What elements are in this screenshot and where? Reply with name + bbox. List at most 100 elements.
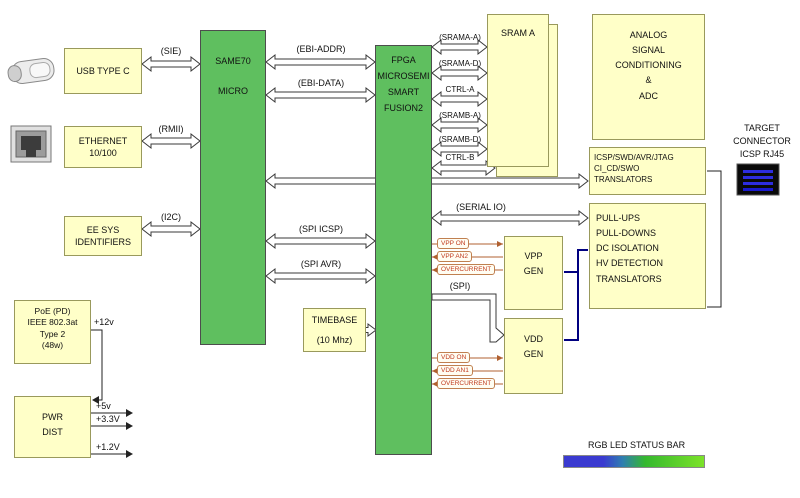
bus-arrow — [431, 116, 488, 134]
block-icsp-translators: ICSP/SWD/AVR/JTAG CI_CD/SWO TRANSLATORS — [589, 147, 706, 195]
signal-tag-vdd-on: VDD ON — [437, 352, 471, 364]
power-arrowhead — [126, 450, 133, 458]
block-label: FPGA — [391, 55, 416, 65]
block-label: ICSP/SWD/AVR/JTAG — [594, 153, 674, 162]
power-arrowhead — [126, 422, 133, 430]
block-usb-type-c: USB TYPE C — [64, 48, 142, 94]
block-label: PULL-DOWNS — [596, 228, 657, 239]
bus-arrow — [265, 232, 376, 250]
block-sram-a: SRAM A — [487, 14, 549, 167]
rj45-pin-stripe — [743, 176, 773, 179]
bus-arrow — [431, 38, 488, 56]
bus-arrow — [431, 159, 496, 177]
block-vdd-gen: VDD GEN — [504, 318, 563, 394]
block-label: VDD — [523, 334, 543, 344]
bus-label-sramb-a: (SRAMB-A) — [439, 111, 481, 120]
bus-label-sie: (SIE) — [160, 46, 182, 56]
signal-arrowhead — [432, 267, 438, 273]
block-label: TIMEBASE — [311, 315, 358, 325]
block-label: DIST — [42, 427, 63, 438]
block-label: Type 2 — [39, 328, 66, 339]
bus-arrow — [265, 86, 376, 104]
signal-arrowhead — [432, 381, 438, 387]
usb-plug-shape — [7, 57, 55, 85]
block-label: EE SYS — [86, 224, 120, 235]
rj45-pin-stripe — [743, 182, 773, 185]
bus-arrow — [431, 90, 488, 108]
rj45-clip-slot — [26, 150, 36, 157]
block-label: CONDITIONING — [615, 60, 682, 71]
rj45-opening — [21, 136, 41, 150]
block-label: ADC — [638, 90, 658, 101]
signal-tag-vpp-overcurrent: OVERCURRENT — [437, 264, 496, 276]
usb-shell — [29, 61, 51, 79]
block-label: (10 Mhz) — [316, 335, 353, 346]
signal-arrowhead — [497, 355, 503, 361]
power-arrowhead — [126, 409, 133, 417]
bus-arrow — [141, 220, 201, 238]
block-label: ANALOG — [629, 30, 668, 40]
bus-label-spi-icsp: (SPI ICSP) — [298, 224, 343, 234]
block-label: PWR — [42, 412, 63, 422]
power-arrowhead — [92, 396, 99, 404]
target-connector-line: ICSP RJ45 — [739, 149, 785, 160]
rj45-pin-stripe — [743, 170, 773, 173]
block-label: GEN — [523, 349, 544, 360]
block-label: & — [645, 75, 652, 86]
block-ethernet: ETHERNET 10/100 — [64, 126, 142, 168]
bus-label-srama-a: (SRAMA-A) — [439, 33, 481, 42]
block-label: CI_CD/SWO — [594, 163, 640, 173]
block-poe: PoE (PD) IEEE 802.3at Type 2 (48w) — [14, 300, 91, 364]
bus-label-serial-io: (SERIAL IO) — [456, 202, 506, 212]
signal-arrowhead — [432, 368, 438, 374]
power-label-5v: +5v — [96, 401, 111, 411]
power-line-12v — [91, 329, 103, 401]
block-label: IEEE 802.3at — [27, 317, 78, 328]
signal-arrowhead — [432, 254, 438, 260]
block-pwr-dist: PWR DIST — [14, 396, 91, 458]
bus-label-spi-avr: (SPI AVR) — [300, 259, 342, 269]
block-analog-adc: ANALOG SIGNAL CONDITIONING & ADC — [592, 14, 705, 140]
bus-label-rmii: (RMII) — [158, 124, 184, 134]
bus-label-ctrl-a: CTRL-A — [445, 85, 475, 94]
signal-tag-vpp-on: VPP ON — [437, 238, 470, 250]
rgb-led-label: RGB LED STATUS BAR — [588, 440, 686, 450]
block-label: TRANSLATORS — [594, 174, 653, 184]
bus-label-ctrl-b: CTRL-B — [445, 153, 475, 162]
block-label: HV DETECTION — [596, 258, 664, 269]
block-same70-micro: SAME70 MICRO — [200, 30, 266, 345]
bus-arrow — [431, 209, 589, 227]
power-label-1v2: +1.2V — [96, 442, 120, 452]
target-connector-label: TARGET CONNECTOR ICSP RJ45 — [720, 122, 800, 161]
block-label: SIGNAL — [631, 45, 665, 56]
bus-arrow — [141, 132, 201, 150]
block-label: 10/100 — [89, 148, 117, 158]
block-vpp-gen: VPP GEN — [504, 236, 563, 310]
block-label: PoE (PD) — [34, 306, 71, 316]
block-label: FUSION2 — [383, 103, 423, 114]
block-fpga-smartfusion2: FPGA MICROSEMI SMART FUSION2 — [375, 45, 432, 455]
signal-tag-vpp-an2: VPP AN2 — [437, 251, 472, 263]
target-connector-line: TARGET — [744, 123, 780, 133]
usb-tip — [7, 65, 22, 83]
bus-arrow — [265, 267, 376, 285]
bus-label-ebi-addr: (EBI-ADDR) — [296, 44, 346, 54]
block-label: TRANSLATORS — [596, 273, 662, 284]
usb-connector-image — [7, 57, 55, 85]
signal-arrowhead — [497, 241, 503, 247]
bus-arrow — [265, 53, 376, 71]
bus-arrow — [141, 55, 201, 73]
block-label: GEN — [523, 266, 544, 277]
block-label: VPP — [524, 251, 543, 261]
block-timebase: TIMEBASE (10 Mhz) — [303, 308, 366, 352]
rj45-pin-stripe — [743, 188, 773, 191]
block-label: SRAM A — [500, 28, 535, 38]
block-label: (48w) — [41, 340, 64, 351]
ethernet-connector-image — [10, 125, 52, 163]
block-label: IDENTIFIERS — [74, 237, 131, 247]
block-ee-sys-identifiers: EE SYS IDENTIFIERS — [64, 216, 142, 256]
power-label-12v: +12v — [94, 317, 114, 327]
signal-tag-vdd-an1: VDD AN1 — [437, 365, 473, 377]
